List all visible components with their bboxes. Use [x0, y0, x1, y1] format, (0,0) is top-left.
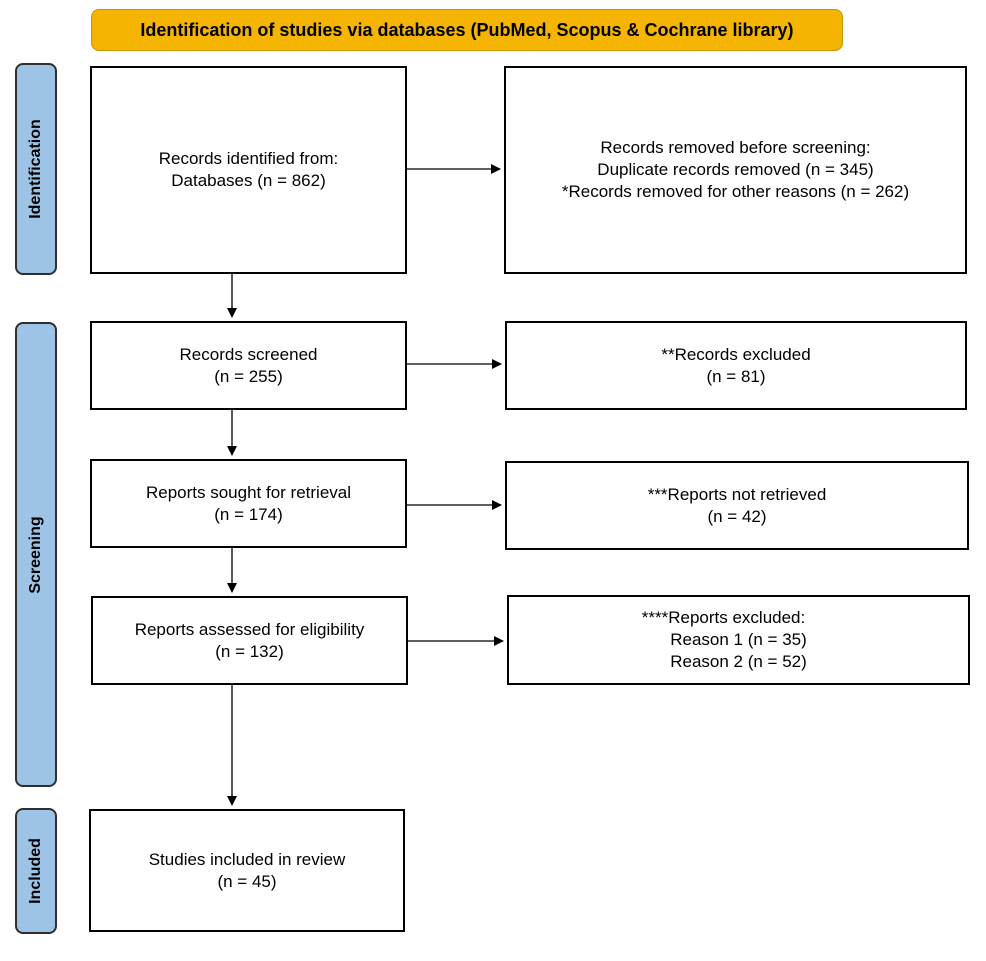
reports-not-retrieved-box: ***Reports not retrieved (n = 42)	[505, 461, 969, 550]
records-identified-line1: Records identified from:	[158, 149, 339, 168]
reports-excluded-line3: Reason 2 (n = 52)	[670, 652, 807, 671]
reports-not-retrieved-line1: ***Reports not retrieved	[647, 484, 827, 504]
records-excluded-line2: (n = 81)	[706, 366, 766, 386]
records-screened-box: Records screened (n = 255)	[90, 321, 407, 410]
records-removed-line1: Records removed before screening:	[600, 138, 871, 157]
records-excluded-line1: **Records excluded	[661, 344, 811, 364]
reports-assessed-line1: Reports assessed for eligibility	[134, 619, 365, 639]
reports-excluded-line1: ****Reports excluded:	[641, 608, 806, 627]
records-screened-line2: (n = 255)	[214, 366, 283, 386]
records-identified-line2: Databases (n = 862)	[171, 171, 326, 190]
records-removed-box: Records removed before screening: Duplic…	[504, 66, 967, 274]
reports-excluded-line2: Reason 1 (n = 35)	[670, 630, 807, 649]
studies-included-line2: (n = 45)	[217, 871, 277, 891]
phase-screening-label: Screening	[27, 515, 44, 594]
phase-included-label: Included	[27, 838, 44, 904]
reports-sought-line1: Reports sought for retrieval	[145, 482, 352, 502]
records-excluded-box: **Records excluded (n = 81)	[505, 321, 967, 410]
phase-identification: Identification	[15, 63, 57, 275]
reports-assessed-box: Reports assessed for eligibility (n = 13…	[91, 596, 408, 685]
studies-included-line1: Studies included in review	[148, 849, 346, 869]
reports-not-retrieved-line2: (n = 42)	[707, 506, 767, 526]
phase-included: Included	[15, 808, 57, 934]
records-removed-line3: *Records removed for other reasons (n = …	[561, 182, 910, 201]
records-removed-line2: Duplicate records removed (n = 345)	[597, 160, 874, 179]
reports-assessed-line2: (n = 132)	[215, 641, 284, 661]
reports-excluded-box: ****Reports excluded: Reason 1 (n = 35) …	[507, 595, 970, 685]
reports-sought-box: Reports sought for retrieval (n = 174)	[90, 459, 407, 548]
reports-sought-line2: (n = 174)	[214, 504, 283, 524]
header-title: Identification of studies via databases …	[140, 19, 794, 40]
phase-identification-label: Identification	[27, 119, 44, 219]
records-identified-box: Records identified from: Databases (n = …	[90, 66, 407, 274]
studies-included-box: Studies included in review (n = 45)	[89, 809, 405, 932]
phase-screening: Screening	[15, 322, 57, 787]
records-screened-line1: Records screened	[179, 344, 318, 364]
diagram-header: Identification of studies via databases …	[91, 9, 843, 51]
